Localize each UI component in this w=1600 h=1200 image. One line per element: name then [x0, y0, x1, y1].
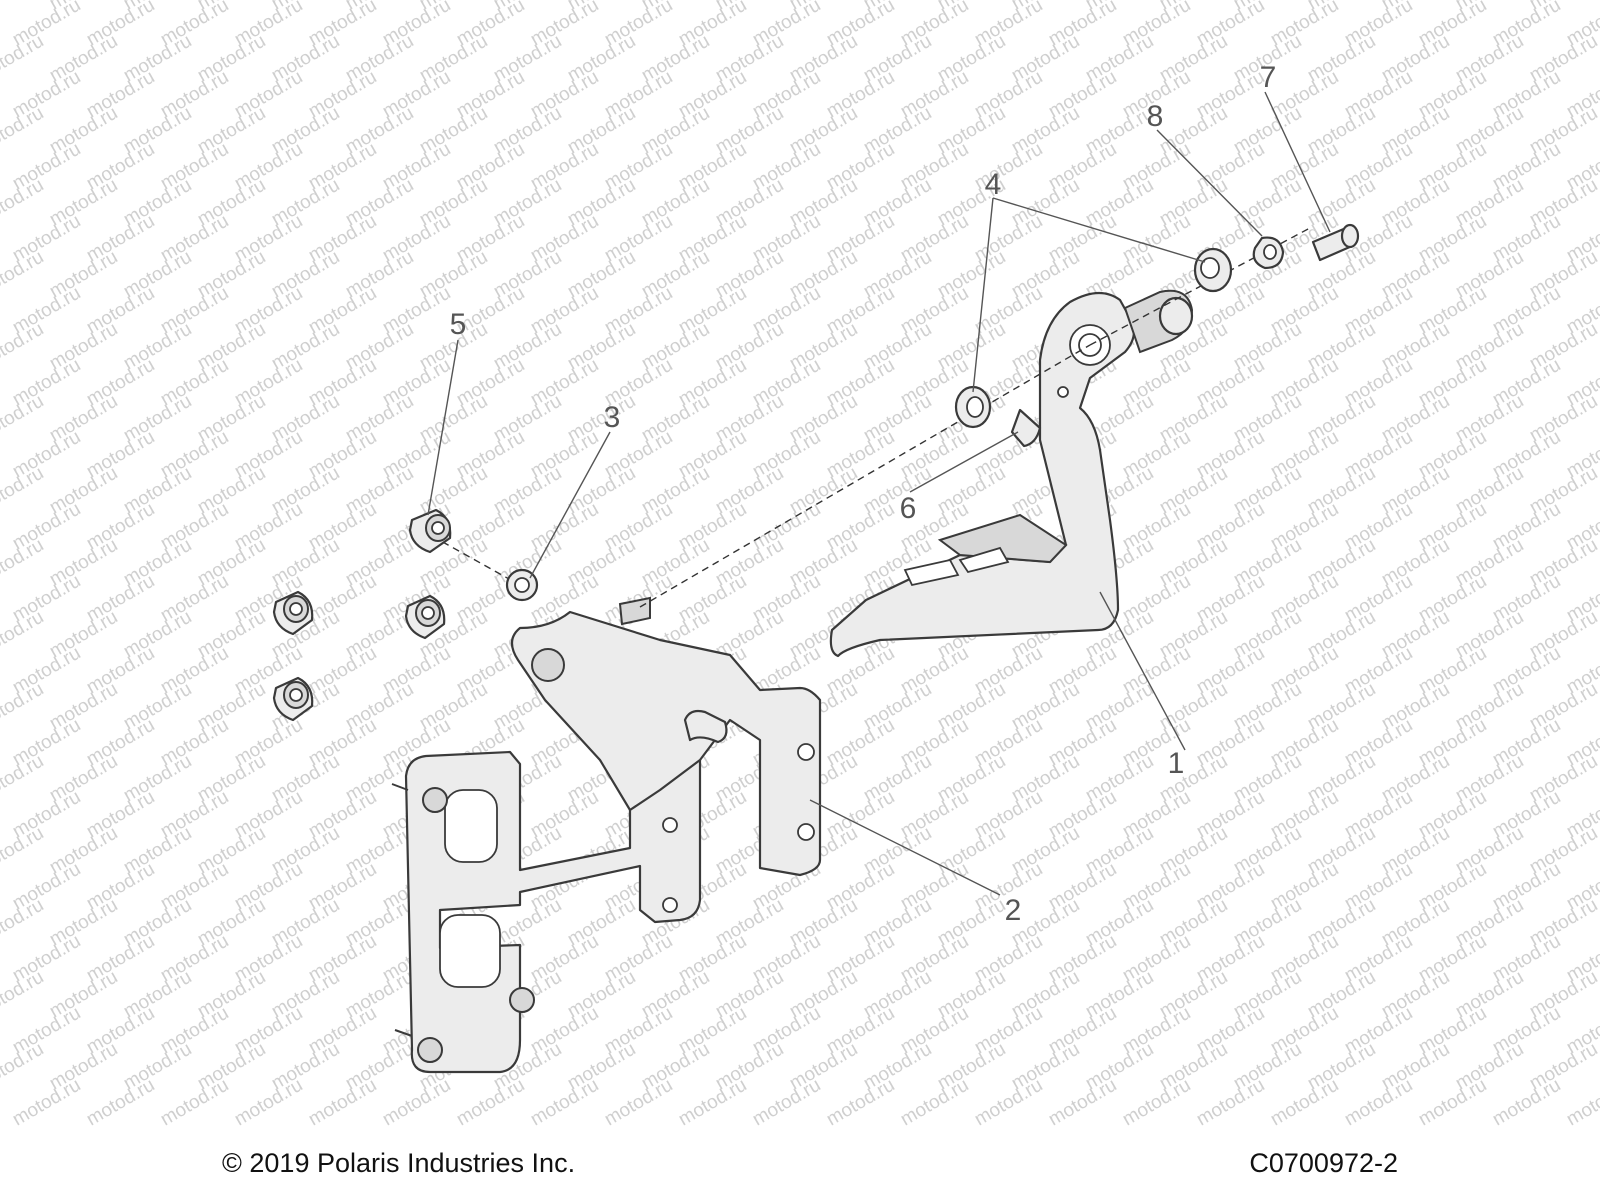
watermark-layer: motod.rumotod.rumotod.rumotod.rumotod.ru…	[0, 0, 1600, 1130]
cotter-pin-6	[1010, 408, 1042, 448]
watermark-text: motod.ru	[0, 31, 47, 87]
callout-4: 4	[985, 168, 1002, 201]
clevis-pin-7	[1311, 223, 1360, 262]
flange-nut	[272, 590, 314, 636]
washer-4b	[1193, 247, 1233, 293]
callout-1: 1	[1168, 747, 1185, 780]
watermark-text: motod.ru	[0, 1039, 47, 1095]
mounting-bracket	[391, 596, 822, 1074]
watermark-text: motod.ru	[897, 1075, 972, 1131]
flange-nut	[272, 676, 314, 722]
watermark-text: motod.ru	[749, 1075, 824, 1131]
callout-labels: 1 2 3 4 5 6 7 8	[450, 61, 1277, 927]
figure-code: C0700972-2	[1249, 1148, 1398, 1178]
watermark-text: motod.ru	[1489, 1075, 1564, 1131]
leader-lines	[427, 91, 1331, 896]
watermark-text: motod.ru	[0, 751, 47, 807]
copyright-notice: © 2019 Polaris Industries Inc.	[222, 1148, 576, 1178]
watermark-text: motod.ru	[0, 823, 47, 879]
watermark-text: motod.ru	[527, 1075, 602, 1131]
flange-nut	[404, 594, 446, 640]
callout-3: 3	[604, 401, 621, 434]
watermark-text: motod.ru	[1119, 1075, 1194, 1131]
watermark-text: motod.ru	[83, 1075, 158, 1131]
watermark-text: motod.ru	[971, 1075, 1046, 1131]
watermark-text: motod.ru	[9, 1075, 84, 1131]
watermark-text: motod.ru	[0, 463, 47, 519]
callout-8: 8	[1147, 100, 1164, 133]
flange-nut-5	[408, 508, 452, 554]
watermark-text: motod.ru	[675, 1075, 750, 1131]
e-clip-8	[1252, 236, 1285, 270]
watermark-text: motod.ru	[0, 967, 47, 1023]
watermark-text: motod.ru	[0, 679, 47, 735]
watermark-text: motod.ru	[0, 175, 47, 231]
watermark-text: motod.ru	[0, 319, 47, 375]
watermark-text: motod.ru	[1563, 1075, 1600, 1131]
watermark-text: motod.ru	[0, 607, 47, 663]
watermark-text: motod.ru	[305, 1075, 380, 1131]
watermark-text: motod.ru	[0, 103, 47, 159]
callout-2: 2	[1005, 894, 1022, 927]
watermark-text: motod.ru	[0, 391, 47, 447]
watermark-text: motod.ru	[0, 247, 47, 303]
watermark-text: motod.ru	[157, 1075, 232, 1131]
brake-pedal	[829, 289, 1194, 658]
watermark-text: motod.ru	[1341, 1075, 1416, 1131]
watermark-text: motod.ru	[379, 1075, 454, 1131]
watermark-text: motod.ru	[0, 535, 47, 591]
watermark-text: motod.ru	[0, 0, 47, 14]
washer-4a	[954, 385, 992, 429]
watermark-text: motod.ru	[0, 895, 47, 951]
callout-6: 6	[900, 492, 917, 525]
callout-5: 5	[450, 308, 467, 341]
watermark-text: motod.ru	[231, 1075, 306, 1131]
watermark-text: motod.ru	[1045, 1075, 1120, 1131]
watermark-text: motod.ru	[1415, 1075, 1490, 1131]
callout-7: 7	[1260, 61, 1277, 94]
watermark-text: motod.ru	[1267, 1075, 1342, 1131]
watermark-text: motod.ru	[453, 1075, 528, 1131]
watermark-text: motod.ru	[823, 1075, 898, 1131]
watermark-text: motod.ru	[601, 1075, 676, 1131]
watermark-text: motod.ru	[1193, 1075, 1268, 1131]
